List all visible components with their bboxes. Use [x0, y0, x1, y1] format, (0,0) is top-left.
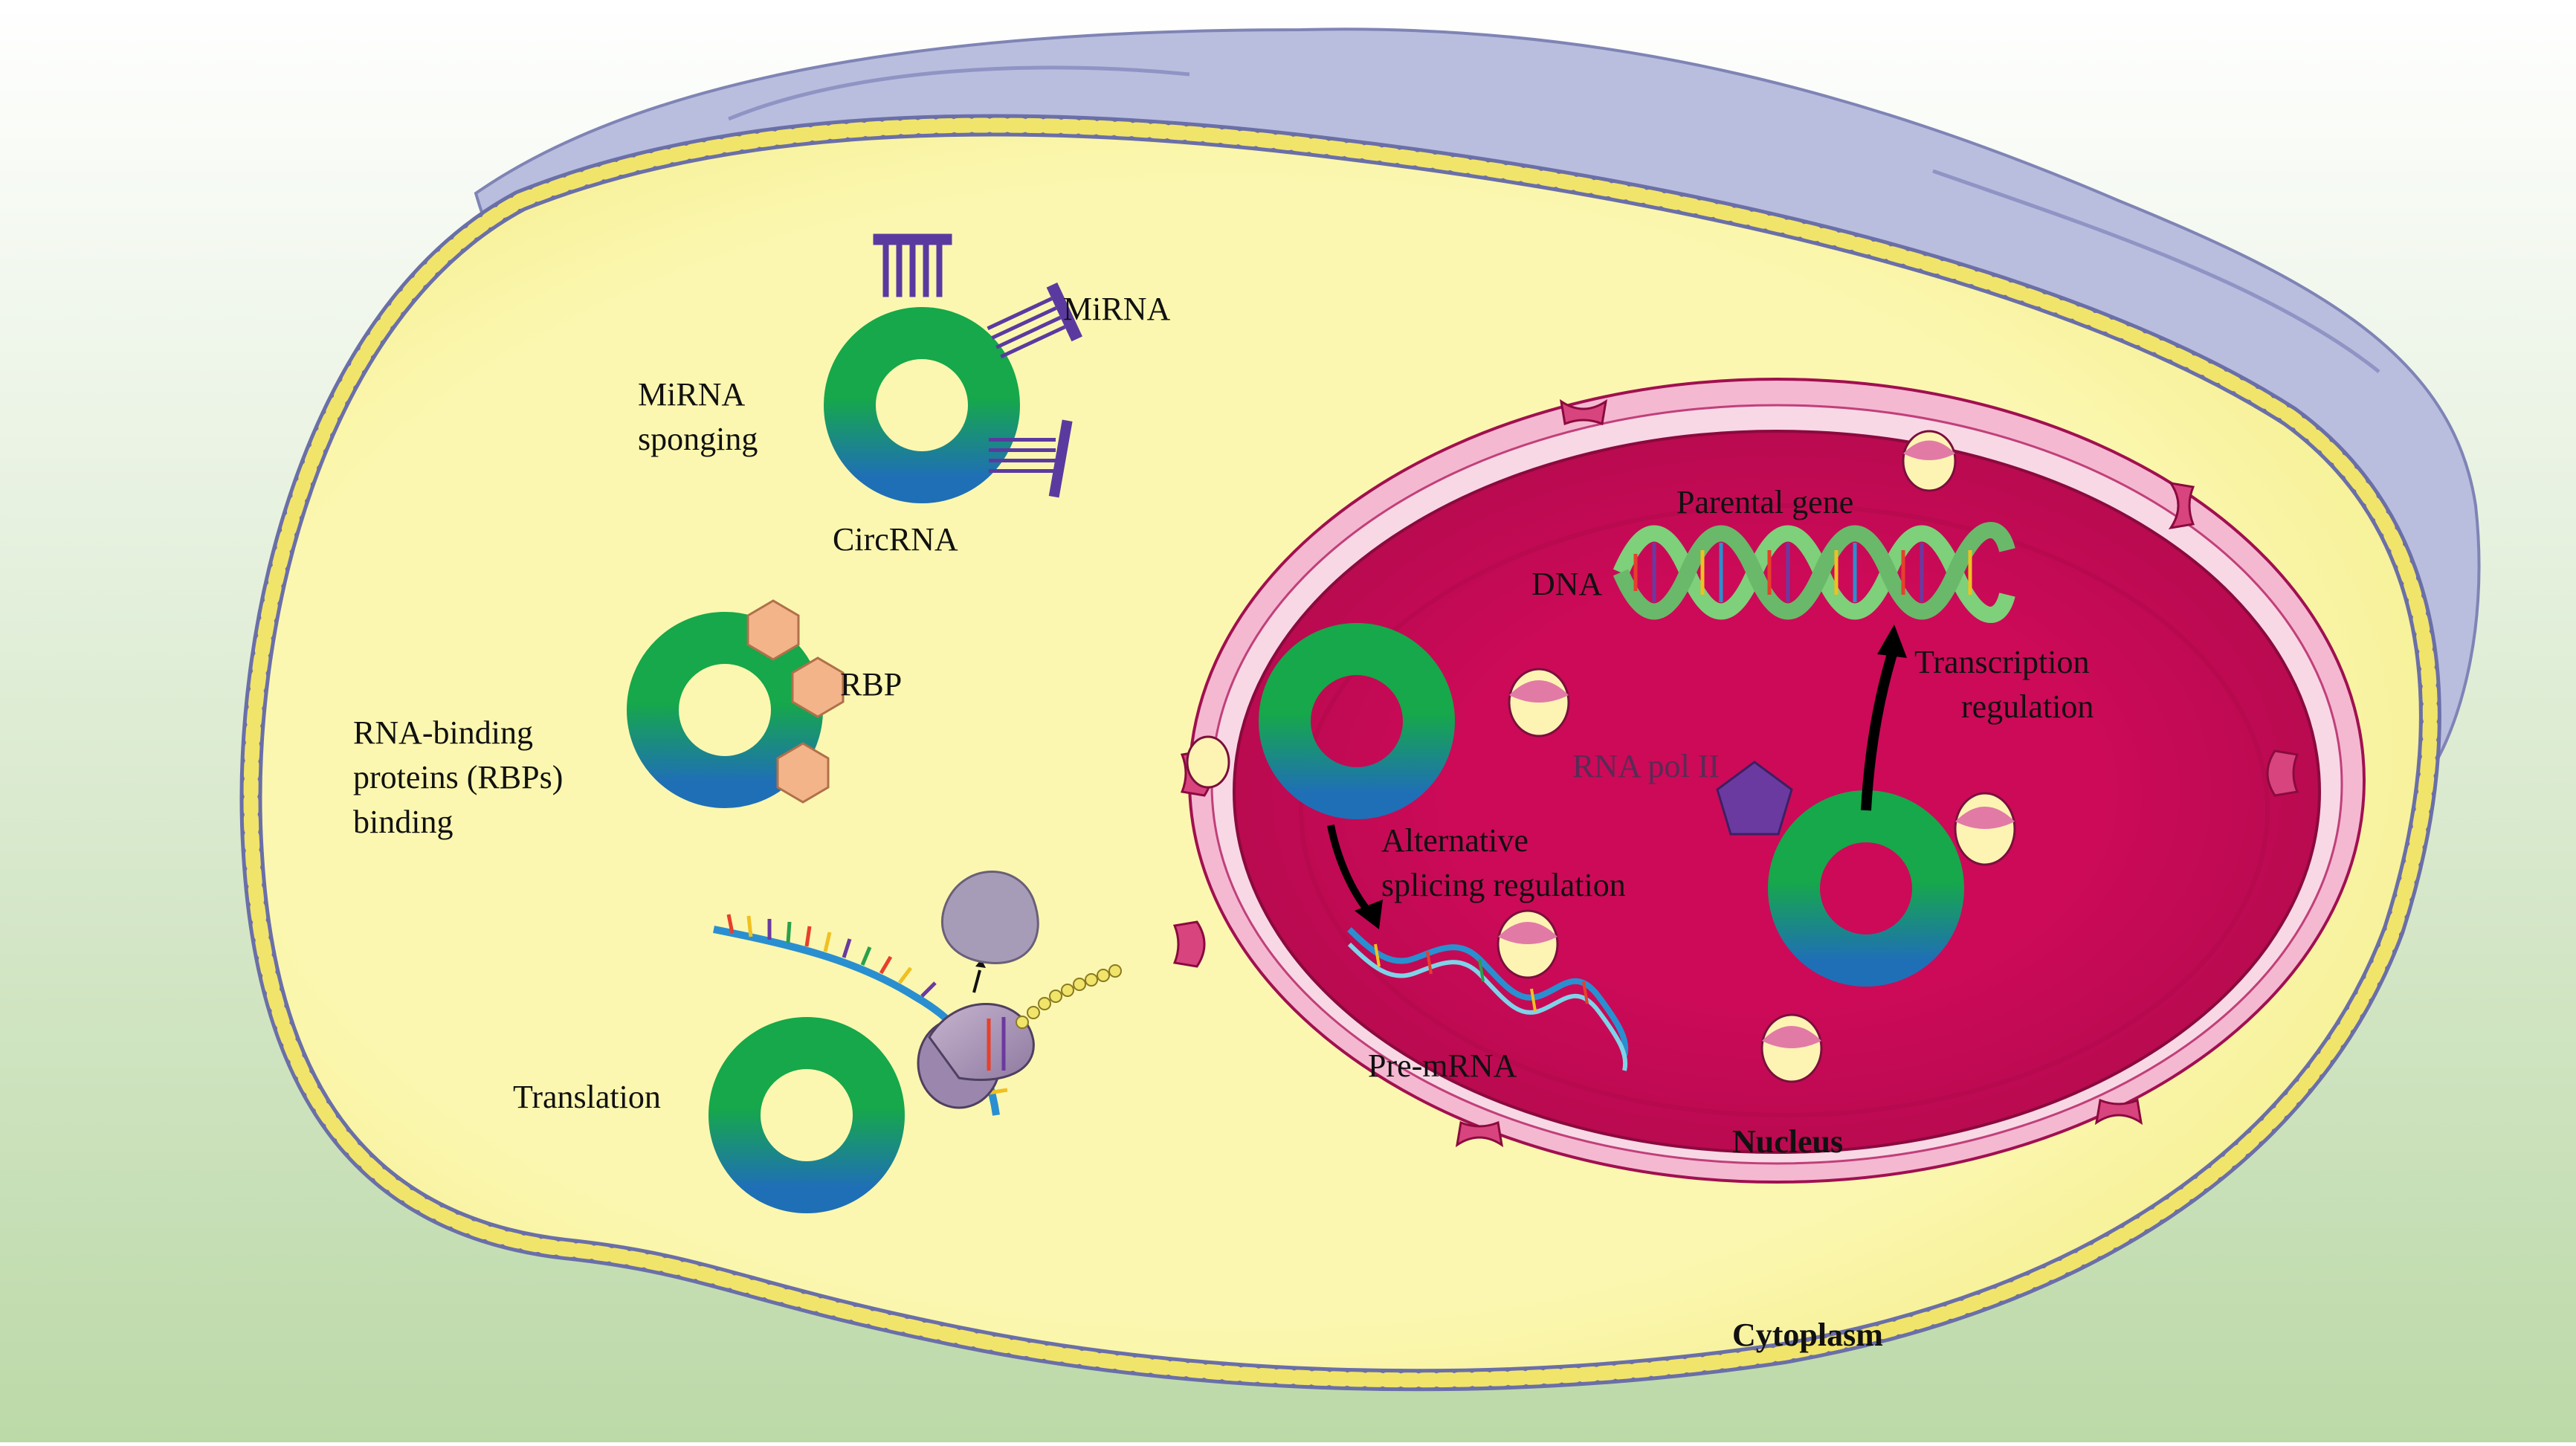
- dna-helix-icon: [1613, 522, 2015, 623]
- transcription-label-1: Transcription: [1914, 644, 2090, 680]
- rbp-hexagon-icon: [776, 742, 830, 804]
- organelle-blob-icons: [1186, 430, 2016, 1083]
- circrna-ring-icon: [824, 307, 1020, 503]
- arrow-up-icon: [972, 969, 981, 993]
- transcription-arrow-icon: [1861, 652, 1897, 811]
- mirna-sponging-label-2: sponging: [638, 421, 758, 457]
- rbp-label: RBP: [840, 666, 902, 703]
- mirna-probe-icon: [987, 282, 1082, 359]
- alt-splicing-label-2: splicing regulation: [1381, 867, 1626, 903]
- mirna-label: MiRNA: [1063, 291, 1170, 327]
- alt-splicing-label-1: Alternative: [1381, 822, 1529, 859]
- parental-gene-label: Parental gene: [1676, 484, 1853, 520]
- circrna-ring-icon: [708, 1017, 905, 1213]
- rbp-hexagon-icon: [746, 599, 800, 661]
- circrna-translation: [708, 871, 1122, 1213]
- circrna-rbp-binding: [627, 599, 845, 808]
- nucleus-label: Nucleus: [1732, 1123, 1843, 1160]
- ribosome-icon: [917, 1003, 1035, 1109]
- circrna-ring-icon: [1259, 623, 1455, 819]
- dna-label: DNA: [1531, 566, 1603, 602]
- circrna-ring-icon: [627, 612, 823, 808]
- pre-mrna-label: Pre-mRNA: [1368, 1048, 1517, 1084]
- circrna-label: CircRNA: [833, 521, 958, 558]
- rna-pol-label: RNA pol II: [1572, 748, 1720, 784]
- splicing-arrow-icon: [1327, 824, 1371, 914]
- circrna-mirna-sponging: [824, 233, 1082, 503]
- mirna-probe-icon: [989, 419, 1073, 498]
- rbp-binding-label-1: RNA-binding: [353, 714, 533, 751]
- mrna-bases: [726, 914, 1008, 1095]
- protein-blob-icon: [940, 871, 1039, 964]
- cytoplasm-label: Cytoplasm: [1732, 1317, 1883, 1353]
- mirna-sponging-label-1: MiRNA: [638, 376, 745, 413]
- rbp-binding-label-3: binding: [353, 804, 453, 840]
- membrane-beads: [243, 117, 2438, 1388]
- translation-label: Translation: [513, 1079, 661, 1115]
- rbp-hexagon-icon: [791, 656, 845, 718]
- peptide-chain-icon: [1016, 964, 1122, 1029]
- mirna-probe-icon: [873, 233, 952, 297]
- pre-mrna-strand-icon: [1347, 927, 1629, 1071]
- circrna-ring-icon: [1768, 790, 1964, 987]
- rbp-binding-label-2: proteins (RBPs): [353, 759, 563, 795]
- rna-pol-pentagon-icon: [1716, 761, 1793, 836]
- transcription-label-2: regulation: [1961, 688, 2094, 725]
